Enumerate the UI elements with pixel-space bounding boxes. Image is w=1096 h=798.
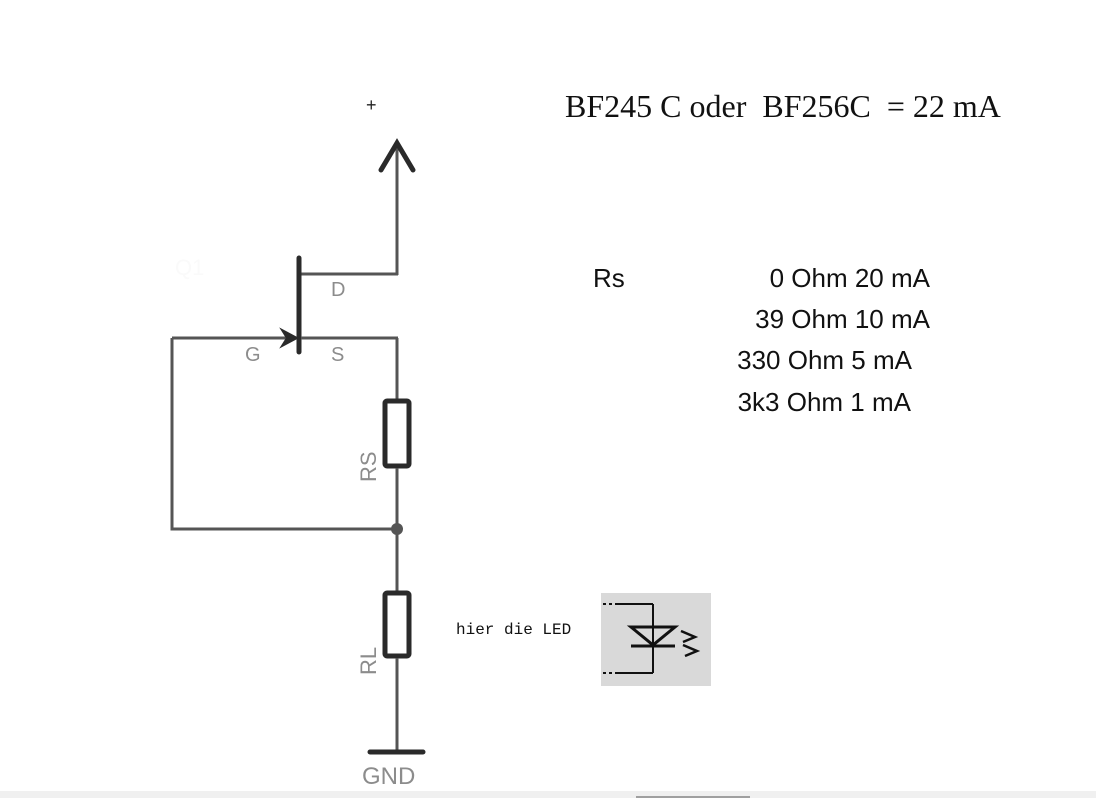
supply-arrow-icon [378, 138, 416, 275]
resistor-rs [382, 398, 412, 469]
pin-drain-label: D [331, 279, 345, 301]
scrollbar-thumb[interactable] [636, 796, 750, 798]
resistor-rs-label: RS [356, 451, 381, 482]
gate-feedback-wire [170, 338, 397, 531]
junction-dot [391, 523, 403, 535]
pin-gate-label: G [245, 344, 261, 366]
led-note: hier die LED [456, 621, 572, 639]
resistor-rl-label: RL [356, 647, 381, 675]
ground-label: GND [362, 763, 415, 790]
supply-plus-label: + [366, 95, 377, 115]
rs-table-row: 39 Ohm 10 mA [755, 304, 930, 334]
resistor-rl [382, 590, 412, 659]
rs-table-header: Rs [593, 263, 625, 293]
led-symbol-panel [601, 593, 711, 686]
rs-table-row: 0 Ohm 20 mA [769, 263, 930, 293]
pin-source-label: S [331, 344, 344, 366]
horizontal-scrollbar[interactable] [0, 791, 1096, 798]
rs-table-row: 3k3 Ohm 1 mA [737, 387, 911, 417]
transistor-name-label: Q1 [175, 255, 204, 280]
led-icon [603, 603, 701, 674]
circuit-title: BF245 C oder BF256C = 22 mA [565, 88, 1001, 124]
gate-arrow-icon [279, 327, 300, 349]
rs-table-row: 330 Ohm 5 mA [737, 345, 912, 375]
